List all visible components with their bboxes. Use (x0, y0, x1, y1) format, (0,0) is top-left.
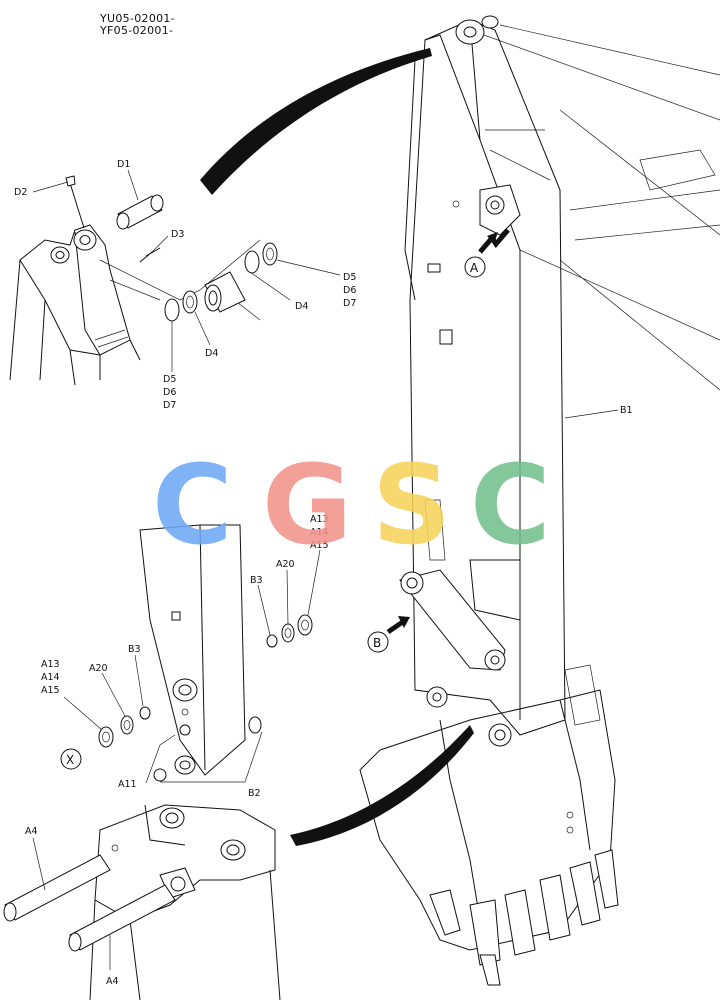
callout-A: A (464, 228, 510, 278)
label-A15-right: A15 (310, 540, 329, 551)
label-A14-left: A14 (41, 672, 60, 683)
watermark-letter-s: S (372, 441, 451, 569)
label-D3: D3 (171, 229, 184, 240)
label-D5-left: D5 (163, 374, 176, 385)
label-A4-bottom: A4 (106, 976, 119, 987)
label-A20-left: A20 (89, 663, 108, 674)
label-A14-right: A14 (310, 527, 329, 538)
label-A13-right: A13 (310, 514, 329, 525)
arm-assembly: B1 (359, 15, 720, 986)
watermark-letter-c1: C (152, 441, 233, 569)
label-D5-right: D5 (343, 272, 356, 283)
label-D4-lower: D4 (205, 348, 218, 359)
label-B3-right: B3 (250, 575, 263, 586)
label-A20-right: A20 (276, 559, 295, 570)
callout-X (60, 748, 82, 770)
curved-arrow-top (200, 48, 432, 195)
svg-text:X: X (66, 753, 74, 767)
label-D7-left: D7 (163, 400, 176, 411)
label-D1: D1 (117, 159, 130, 170)
curved-arrow-bottom (290, 725, 474, 846)
svg-text:B: B (373, 636, 381, 650)
label-D4-upper: D4 (295, 301, 308, 312)
label-B3-left: B3 (128, 644, 141, 655)
label-B2: B2 (248, 788, 261, 799)
label-A4-top: A4 (25, 826, 38, 837)
detail-lower-group: B3 A20 A13 A14 A15 B2 B3 A20 A13 A14 A15… (3, 514, 329, 1000)
svg-text:A: A (470, 261, 479, 275)
serial-number-1: YU05-02001- (100, 12, 175, 25)
label-D7-right: D7 (343, 298, 356, 309)
watermark-letter-g: G (262, 441, 352, 569)
label-A15-left: A15 (41, 685, 60, 696)
watermark-letter-c2: C (470, 441, 551, 569)
label-A13-left: A13 (41, 659, 60, 670)
serial-number-2: YF05-02001- (100, 24, 174, 37)
label-B1: B1 (620, 405, 633, 416)
label-A11: A11 (118, 779, 137, 790)
label-D6-right: D6 (343, 285, 356, 296)
cgsc-watermark: C G S C (152, 441, 551, 569)
label-D2: D2 (14, 187, 27, 198)
callout-B: B (367, 616, 410, 653)
detail-d-group: D2 D1 D3 D4 D5 D6 D7 D4 D5 D6 (9, 159, 356, 411)
label-D6-left: D6 (163, 387, 176, 398)
